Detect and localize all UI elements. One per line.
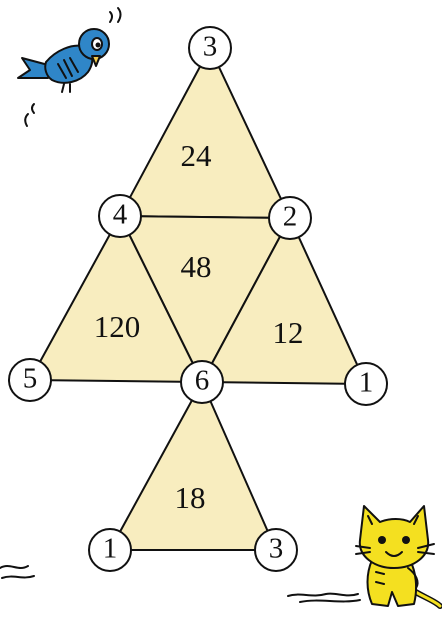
node-center: 6 (181, 361, 223, 403)
triangle-top (120, 48, 290, 218)
node-center-value: 6 (195, 365, 210, 397)
node-bottom-right: 3 (255, 529, 297, 571)
node-left: 5 (9, 359, 51, 401)
triangle-bottom (110, 382, 276, 550)
triangle-right-value: 12 (273, 315, 304, 350)
node-right-value: 1 (359, 367, 374, 399)
node-left-value: 5 (23, 363, 38, 395)
node-bottom-left: 1 (89, 529, 131, 571)
node-right: 1 (345, 363, 387, 405)
triangle-bottom-value: 18 (175, 480, 206, 515)
node-upper-right: 2 (269, 197, 311, 239)
ground-scribbles (0, 566, 360, 602)
triangle-top-value: 24 (181, 138, 213, 173)
node-upper-left-value: 4 (113, 199, 128, 231)
triangle-left-value: 120 (94, 309, 141, 344)
node-bottom-left-value: 1 (103, 533, 118, 565)
node-bottom-right-value: 3 (269, 533, 284, 565)
node-upper-right-value: 2 (283, 201, 298, 233)
yellow-cat-icon (356, 506, 440, 606)
triangle-middle-value: 48 (181, 249, 212, 284)
node-top: 3 (189, 27, 231, 69)
node-top-value: 3 (203, 31, 218, 63)
bluebird-icon (18, 8, 121, 126)
node-upper-left: 4 (99, 195, 141, 237)
